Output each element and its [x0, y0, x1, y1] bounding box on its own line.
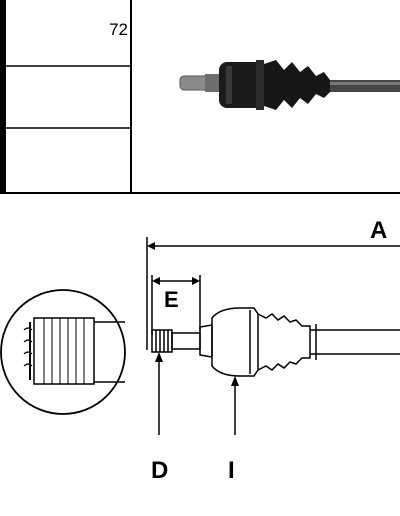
dimension-d: D: [151, 352, 168, 484]
label-d: D: [151, 457, 168, 484]
dimension-a: A: [146, 217, 400, 350]
spec-table-grid: [0, 0, 400, 194]
label-a: A: [370, 217, 387, 244]
label-i: I: [228, 457, 235, 484]
spline-detail-circle: [0, 289, 126, 415]
dimension-e: E: [151, 275, 201, 335]
table-left-edge: [0, 0, 6, 194]
label-e: E: [164, 287, 179, 312]
spec-table: 72: [0, 0, 400, 194]
driveshaft-photo: [179, 60, 400, 110]
table-cell-value: 72: [109, 20, 128, 39]
shaft-outline: [151, 307, 400, 377]
technical-drawing: A E: [0, 217, 400, 484]
marker-i: I: [228, 376, 239, 484]
